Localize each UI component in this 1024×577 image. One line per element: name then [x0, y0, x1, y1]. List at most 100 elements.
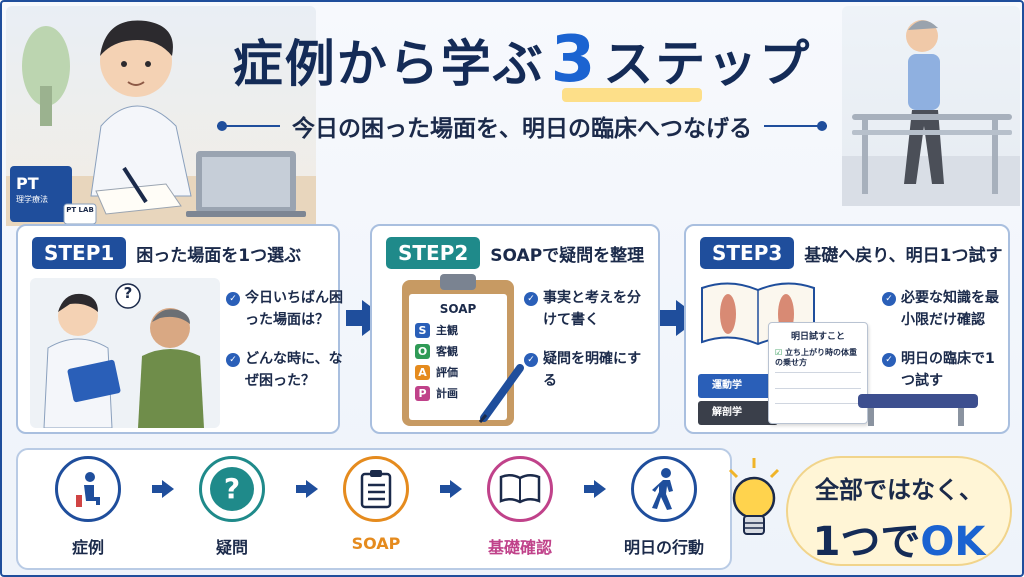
list-item: ✓ 今日いちばん困った場面は？ — [226, 288, 344, 331]
step2-title: SOAPで疑問を整理 — [490, 245, 645, 266]
step1-illustration: ? — [30, 278, 220, 429]
therapist-studying-illustration: PT 理学療法 PT LAB — [6, 6, 316, 226]
book-label: PT — [16, 174, 39, 193]
check-icon: ✓ — [524, 292, 538, 306]
title-number: 3 — [550, 23, 598, 97]
patient-walking-illustration — [842, 6, 1020, 206]
treatment-bed-icon — [858, 394, 978, 426]
step1-card: STEP1 困った場面を1つ選ぶ ? ✓ 今日いちばん困った場面は？ ✓ — [16, 224, 343, 434]
step2-illustration: SOAP S 主観 O 客観 A 評価 P 計画 — [384, 274, 524, 428]
soap-row: A 評価 — [415, 364, 501, 380]
book-sublabel: 理学療法 — [16, 195, 48, 204]
title-suffix: ステップ — [603, 35, 812, 93]
arrow-right-icon — [584, 480, 606, 498]
list-item: ✓ 疑問を明確にする — [524, 349, 654, 392]
walking-person-icon — [631, 456, 697, 522]
soap-label: 評価 — [436, 366, 458, 379]
list-item: ✓ どんな時に、なぜ困った？ — [226, 349, 344, 392]
question-mark: ? — [123, 284, 133, 302]
memo-item-text: 立ち上がり時の体重の乗せ方 — [775, 348, 857, 368]
clipboard-icon: SOAP S 主観 O 客観 A 評価 P 計画 — [402, 274, 514, 426]
clip-icon — [440, 274, 476, 290]
memo-blank-line — [775, 379, 861, 389]
book-anatomy: 解剖学 — [698, 401, 778, 425]
step3-illustration: 運動学 解剖学 明日試すこと ☑ 立ち上がり時の体重の乗せ方 — [698, 278, 978, 428]
checkbox-checked-icon: ☑ — [775, 348, 783, 357]
bullet-text: どんな時に、なぜ困った？ — [245, 351, 343, 390]
flow-label: 症例 — [71, 538, 104, 557]
bullet-text: 疑問を明確にする — [543, 351, 642, 390]
flow-step-action: 明日の行動 — [614, 456, 714, 558]
pen-icon — [478, 364, 524, 423]
patient-seated-icon — [55, 456, 121, 522]
step1-title: 困った場面を1つ選ぶ — [136, 245, 302, 266]
subtitle-rule-right — [764, 121, 827, 131]
closing-message: 全部ではなく、 1つでOK — [786, 456, 1012, 566]
flow-label: SOAP — [351, 534, 401, 553]
clipboard-title: SOAP — [439, 302, 477, 316]
subtitle-text: 今日の困った場面を、明日の臨床へつなげる — [292, 116, 752, 142]
step2-bullets: ✓ 事実と考えを分けて書く ✓ 疑問を明確にする — [524, 288, 654, 411]
soap-label: 客観 — [436, 345, 458, 358]
arrow-right-icon — [296, 480, 318, 498]
textbook-stack: 運動学 解剖学 — [698, 374, 778, 428]
soap-letter-p: P — [415, 385, 430, 401]
soap-letter-s: S — [415, 322, 430, 338]
check-icon: ✓ — [226, 353, 240, 368]
flow-label: 疑問 — [215, 538, 248, 557]
check-icon: ✓ — [882, 292, 896, 306]
check-icon: ✓ — [524, 353, 538, 368]
flow-step-question: ? 疑問 — [182, 456, 282, 558]
soap-letter-o: O — [415, 343, 430, 359]
memo-pad: 明日試すこと ☑ 立ち上がり時の体重の乗せ方 — [768, 322, 868, 424]
step3-badge: STEP3 — [700, 237, 795, 269]
step2-header: STEP2 SOAPで疑問を整理 — [386, 236, 644, 270]
title-prefix: 症例から学ぶ — [232, 35, 545, 93]
flow-label: 基礎確認 — [487, 538, 552, 557]
page-title: 症例から学ぶ 3 ステップ — [212, 20, 832, 100]
flow-step-case: 症例 — [38, 456, 138, 558]
question-glyph: ? — [210, 467, 254, 511]
step3-bullets: ✓ 必要な知識を最小限だけ確認 ✓ 明日の臨床で1つ試す — [882, 288, 1006, 411]
bullet-text: 明日の臨床で1つ試す — [901, 351, 995, 390]
closing-line2: 1つでOK — [788, 509, 1010, 567]
soap-label: 計画 — [436, 387, 458, 400]
step2-card: STEP2 SOAPで疑問を整理 SOAP S 主観 O 客観 A — [370, 224, 660, 434]
closing-line2-highlight: OK — [920, 519, 986, 565]
check-icon: ✓ — [226, 292, 240, 306]
soap-row: P 計画 — [415, 385, 501, 401]
soap-row: O 客観 — [415, 343, 501, 359]
clipboard-checklist-icon — [343, 456, 409, 522]
flow-step-soap: SOAP — [326, 456, 426, 553]
step1-bullets: ✓ 今日いちばん困った場面は？ ✓ どんな時に、なぜ困った？ — [226, 288, 344, 411]
lightbulb-icon — [728, 458, 780, 535]
memo-item: ☑ 立ち上がり時の体重の乗せ方 — [775, 348, 861, 373]
therapist-icon — [6, 20, 316, 226]
step3-header: STEP3 基礎へ戻り、明日1つ試す — [700, 236, 1002, 270]
step3-card: STEP3 基礎へ戻り、明日1つ試す 運動学 解剖学 明日試すこと ☑ 立ち上が… — [684, 224, 1010, 434]
flow-step-basics: 基礎確認 — [470, 456, 570, 558]
bullet-text: 必要な知識を最小限だけ確認 — [901, 290, 999, 328]
question-bubble-icon: ? — [199, 456, 265, 522]
bullet-text: 今日いちばん困った場面は？ — [245, 290, 343, 328]
book-kinesiology: 運動学 — [698, 374, 778, 398]
walking-patient-icon — [842, 20, 1020, 206]
clipboard-paper: SOAP S 主観 O 客観 A 評価 P 計画 — [409, 294, 507, 420]
therapist-patient-icon — [43, 283, 204, 429]
closing-line2-prefix: 1つで — [812, 519, 921, 565]
soap-label: 主観 — [436, 324, 458, 337]
check-icon: ✓ — [882, 353, 896, 368]
step3-title: 基礎へ戻り、明日1つ試す — [804, 245, 1003, 266]
step1-badge: STEP1 — [32, 237, 127, 269]
soap-letter-a: A — [415, 364, 430, 380]
process-flow: 症例 ? 疑問 SOAP 基礎確認 明日の行動 — [16, 448, 732, 570]
title-highlight — [562, 88, 702, 102]
step2-badge: STEP2 — [386, 237, 481, 269]
subtitle: 今日の困った場面を、明日の臨床へつなげる — [217, 106, 827, 146]
open-book-icon — [487, 456, 553, 522]
mug-label: PT LAB — [66, 206, 94, 214]
closing-line1: 全部ではなく、 — [815, 476, 983, 504]
list-item: ✓ 明日の臨床で1つ試す — [882, 349, 1006, 392]
soap-row: S 主観 — [415, 322, 501, 338]
